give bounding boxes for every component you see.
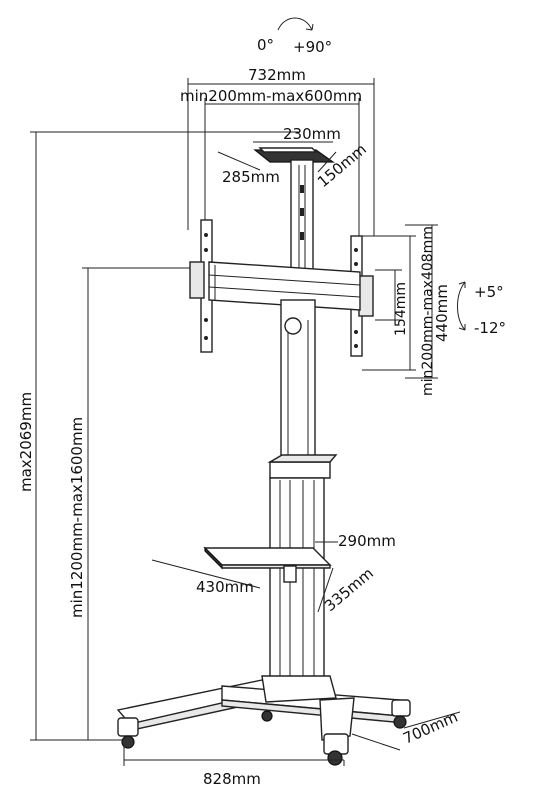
tilt-up-label: +5°	[474, 283, 504, 301]
arm-height-label: 440mm	[433, 284, 451, 342]
overall-height-label: max2069mm	[17, 392, 35, 492]
middle-column	[280, 299, 316, 471]
top-plate-dimension-lines	[217, 141, 337, 173]
top-plate-width-label: 230mm	[283, 125, 341, 143]
rotation-arrow-icon	[277, 17, 314, 31]
vesa-width-range-label: min200mm-max600mm	[180, 87, 362, 105]
vesa-range-dimension-line	[204, 98, 360, 236]
top-plate-depth-b-label: 150mm	[314, 140, 370, 191]
rotation-left-label: 0°	[257, 36, 274, 54]
rotation-right-label: +90°	[293, 38, 332, 56]
shelf-depth-label: 335mm	[321, 564, 377, 615]
caster-right-icon	[391, 699, 411, 729]
vesa-total-dimension-line	[187, 78, 375, 236]
tilt-down-label: -12°	[474, 319, 506, 337]
shelf	[203, 546, 332, 583]
arm-dimension-lines	[362, 224, 438, 379]
overall-height-dimension-line	[30, 131, 300, 741]
top-plate	[253, 147, 335, 163]
vesa-width-total-label: 732mm	[248, 66, 306, 84]
arm-center-offset-label: 154mm	[393, 282, 409, 336]
shelf-length-label: 430mm	[196, 578, 254, 596]
base-dimension-lines	[123, 711, 461, 766]
base	[116, 675, 402, 741]
caster-front-left-icon	[117, 717, 139, 749]
mount-height-dimension-line	[82, 267, 200, 740]
caster-rear-icon	[261, 710, 273, 722]
vesa-height-range-label: min200mm-max408mm	[420, 226, 436, 396]
column-collar	[267, 454, 338, 479]
shelf-dimension-lines	[151, 541, 338, 613]
upper-column	[290, 159, 314, 273]
shelf-width-label: 290mm	[338, 532, 396, 550]
caster-front-right-icon	[323, 733, 349, 766]
base-width-label: 828mm	[203, 770, 261, 788]
top-plate-depth-a-label: 285mm	[222, 168, 280, 186]
mount-height-label: min1200mm-max1600mm	[68, 417, 86, 618]
tilt-arrow-icon	[457, 281, 466, 331]
horizontal-bracket	[208, 261, 361, 311]
lower-column	[269, 477, 325, 697]
